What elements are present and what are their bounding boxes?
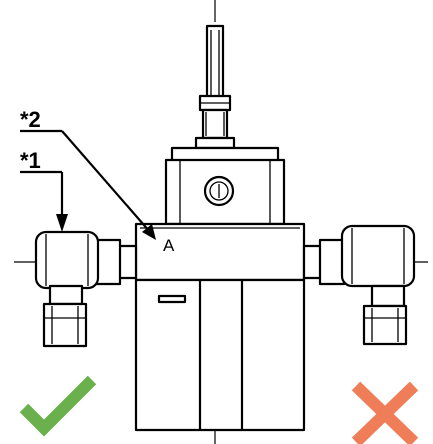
cross-icon xyxy=(351,381,419,444)
left-fitting xyxy=(34,230,138,348)
callout-2-label: *2 xyxy=(20,107,41,132)
callout-2 xyxy=(20,129,156,240)
component-marking: A xyxy=(163,236,175,255)
right-fitting xyxy=(302,224,416,346)
callout-1-label: *1 xyxy=(20,148,41,173)
callout-1 xyxy=(20,170,68,232)
regulator-head xyxy=(164,146,286,226)
valve-stem xyxy=(194,24,236,150)
valve-body: A xyxy=(134,222,306,432)
checkmark-icon xyxy=(19,375,97,437)
body-slot xyxy=(157,294,187,304)
